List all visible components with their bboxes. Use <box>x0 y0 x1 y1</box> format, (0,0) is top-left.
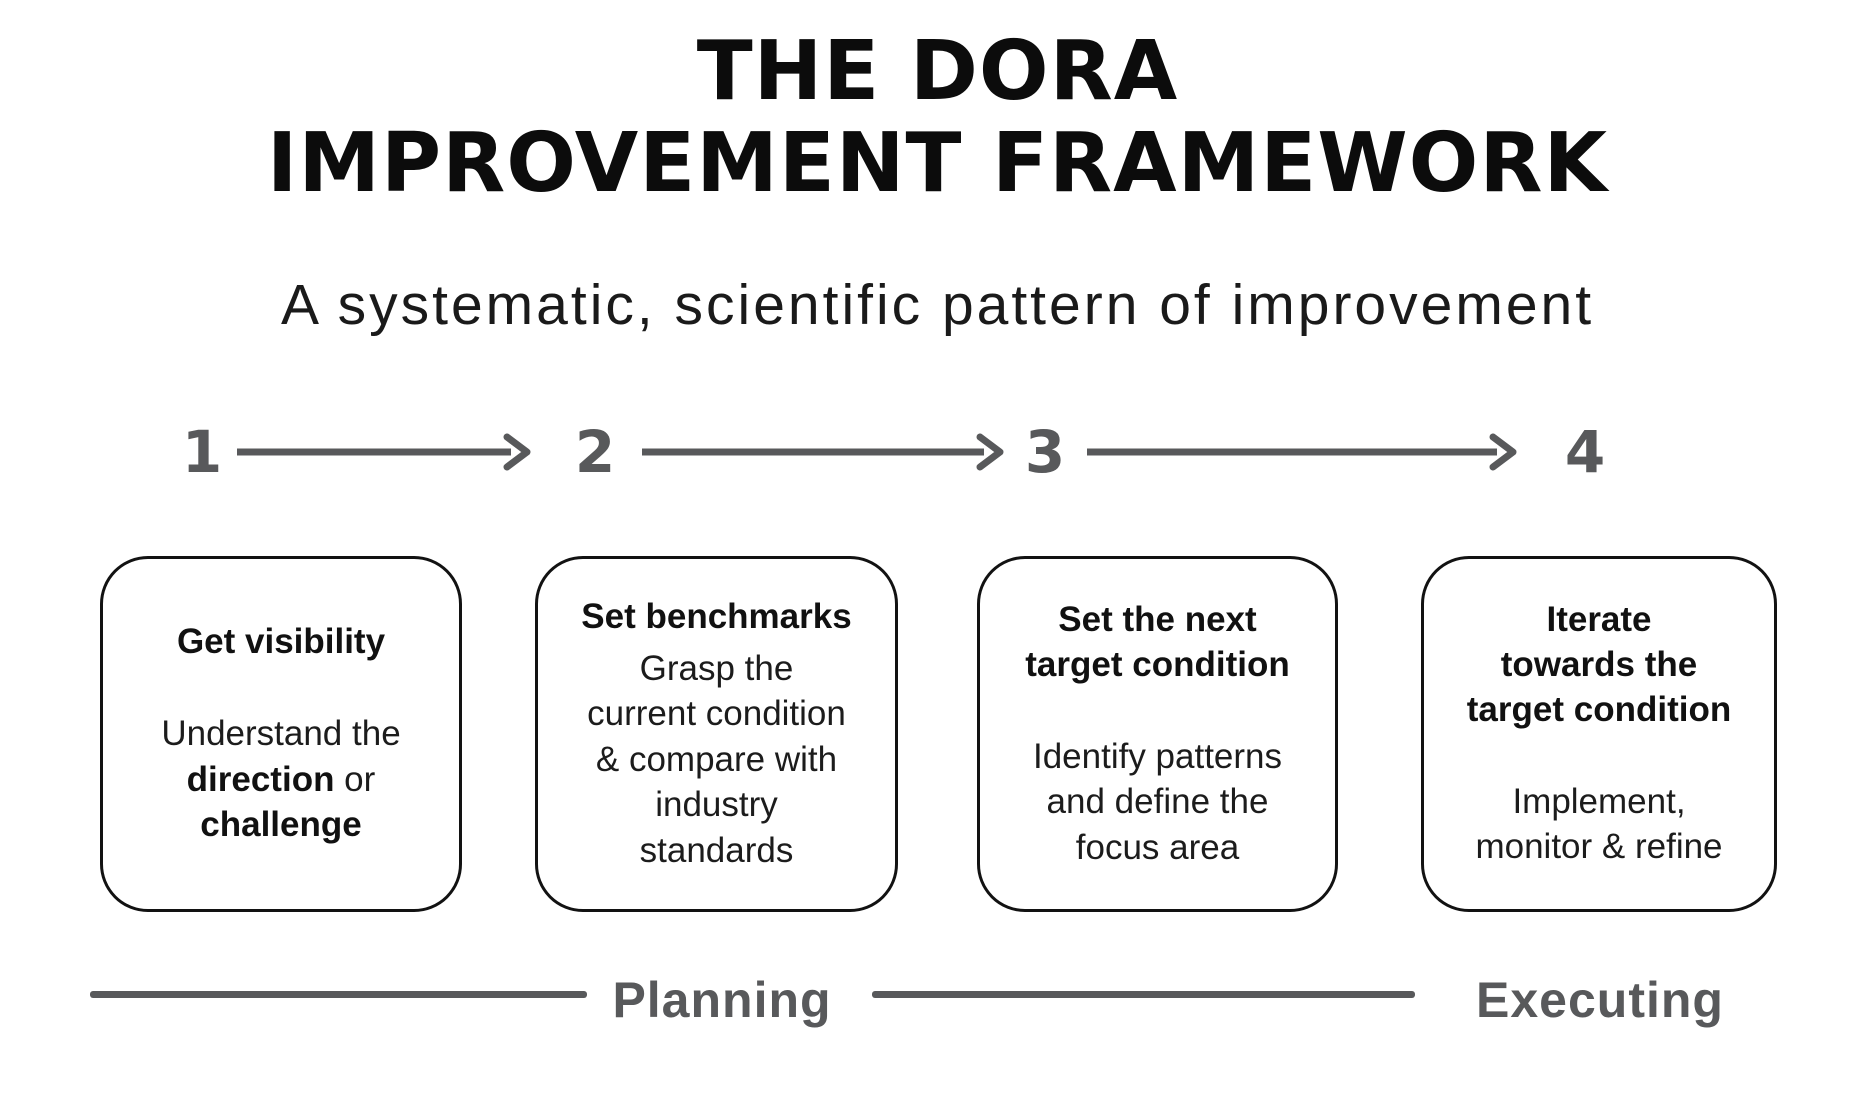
step-card-body: Identify patterns and define the focus a… <box>1032 736 1283 867</box>
step-card-title: Set the next target condition <box>1025 599 1290 684</box>
page-title-line-2: IMPROVEMENT FRAMEWORK <box>266 115 1609 211</box>
step-card-get-visibility: Get visibility Understand the direction … <box>100 556 462 912</box>
step-card-title: Set benchmarks <box>581 596 852 636</box>
planning-phase-label: Planning <box>612 972 832 1028</box>
page-title-line-1: THE DORA <box>696 24 1179 119</box>
arrow-right-icon <box>642 433 1004 471</box>
step-card-set-benchmarks: Set benchmarks Grasp the current conditi… <box>535 556 898 912</box>
step-card-iterate-towards-target: Iterate towards the target condition Imp… <box>1421 556 1777 912</box>
step-card-body-text: Understand the <box>161 714 401 754</box>
step-card-body-bold: challenge <box>200 805 362 845</box>
step-card-title: Iterate towards the target condition <box>1466 600 1732 729</box>
step-card-body: Grasp the current condition & compare wi… <box>587 648 846 870</box>
arrow-right-icon <box>237 433 531 471</box>
planning-phase-line-right <box>872 991 1415 998</box>
step-card-body: Understand the direction or challenge <box>161 711 400 848</box>
page-title: THE DORA IMPROVEMENT FRAMEWORK <box>0 26 1875 210</box>
arrow-right-icon <box>1087 433 1517 471</box>
step-card-body-text: or <box>344 759 376 799</box>
executing-phase-label: Executing <box>1476 972 1724 1028</box>
step-number-4: 4 <box>1564 418 1606 486</box>
step-number-3: 3 <box>1024 418 1066 486</box>
step-card-title: Get visibility <box>176 622 386 662</box>
step-number-1: 1 <box>181 418 223 486</box>
step-number-2: 2 <box>574 418 616 486</box>
step-card-set-next-target-condition: Set the next target condition Identify p… <box>977 556 1338 912</box>
step-card-body-bold: direction <box>186 759 335 799</box>
planning-phase-line-left <box>90 991 587 998</box>
page-subtitle: A systematic, scientific pattern of impr… <box>280 273 1595 337</box>
step-card-body: Implement, monitor & refine <box>1475 781 1723 867</box>
